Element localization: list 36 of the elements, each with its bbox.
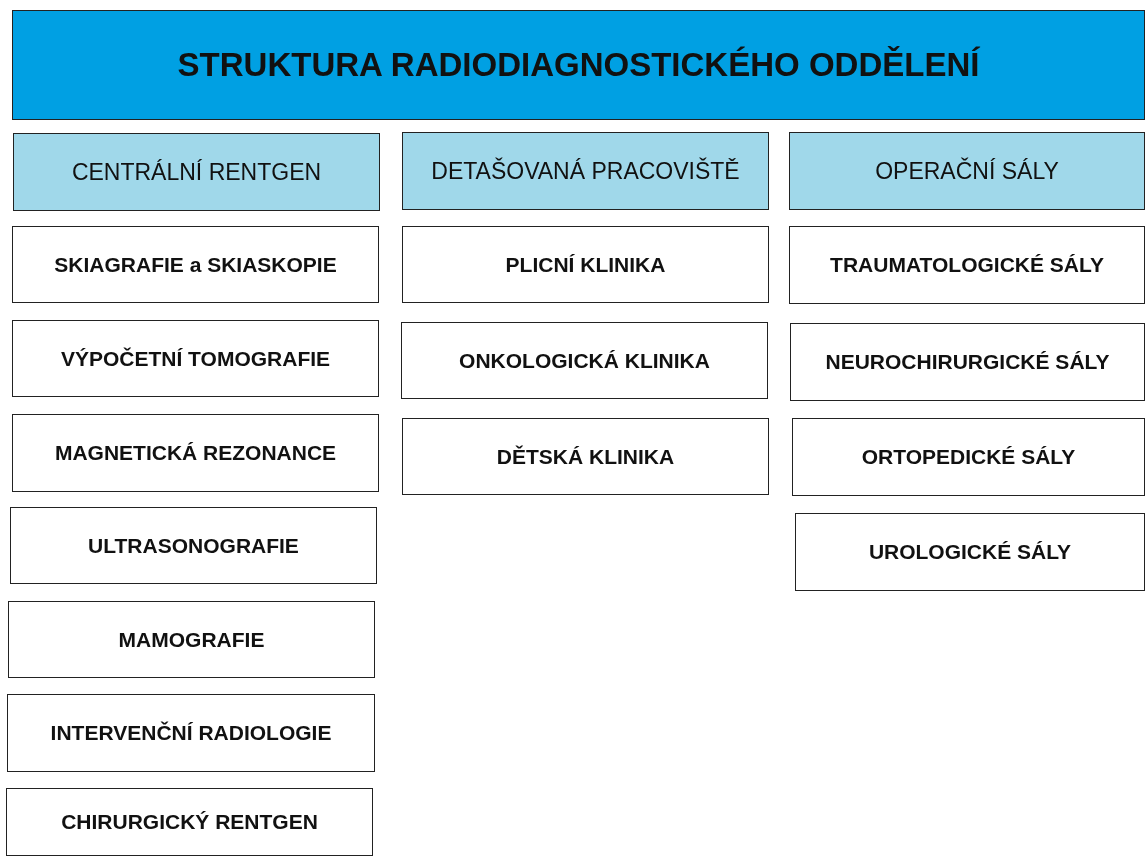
header-label: DETAŠOVANÁ PRACOVIŠTĚ [431,157,740,185]
header-label: CENTRÁLNÍ RENTGEN [71,158,322,186]
title-banner [12,10,1145,120]
unit-label: INTERVENČNÍ RADIOLOGIE [50,721,332,745]
unit-box [7,694,375,772]
unit-label: UROLOGICKÉ SÁLY [868,540,1072,564]
unit-box [402,418,769,495]
unit-label: TRAUMATOLOGICKÉ SÁLY [830,253,1104,277]
unit-label: CHIRURGICKÝ RENTGEN [61,810,318,834]
unit-label: SKIAGRAFIE a SKIASKOPIE [54,252,337,277]
unit-box [402,226,769,303]
unit-box [401,322,768,399]
header-label: OPERAČNÍ SÁLY [875,157,1059,185]
unit-label: ORTOPEDICKÉ SÁLY [861,445,1076,469]
unit-box [10,507,377,584]
unit-box [8,601,375,678]
unit-label: MAGNETICKÁ REZONANCE [54,441,337,465]
unit-box [12,226,379,303]
unit-box [790,323,1145,401]
unit-box [795,513,1145,591]
unit-label: ONKOLOGICKÁ KLINIKA [459,348,710,373]
section-header-box [402,132,769,210]
unit-label: ULTRASONOGRAFIE [88,533,299,558]
banner-title: STRUKTURA RADIODIAGNOSTICKÉHO ODDĚLENÍ [177,46,980,84]
unit-label: PLICNÍ KLINIKA [505,252,666,277]
section-header-box [13,133,380,211]
unit-box [789,226,1145,304]
unit-box [792,418,1145,496]
section-header-box [789,132,1145,210]
unit-label: DĚTSKÁ KLINIKA [496,444,675,469]
unit-box [12,320,379,397]
unit-box [6,788,373,856]
unit-box [12,414,379,492]
unit-label: VÝPOČETNÍ TOMOGRAFIE [60,346,331,371]
unit-label: MAMOGRAFIE [118,627,265,652]
unit-label: NEUROCHIRURGICKÉ SÁLY [825,350,1110,374]
